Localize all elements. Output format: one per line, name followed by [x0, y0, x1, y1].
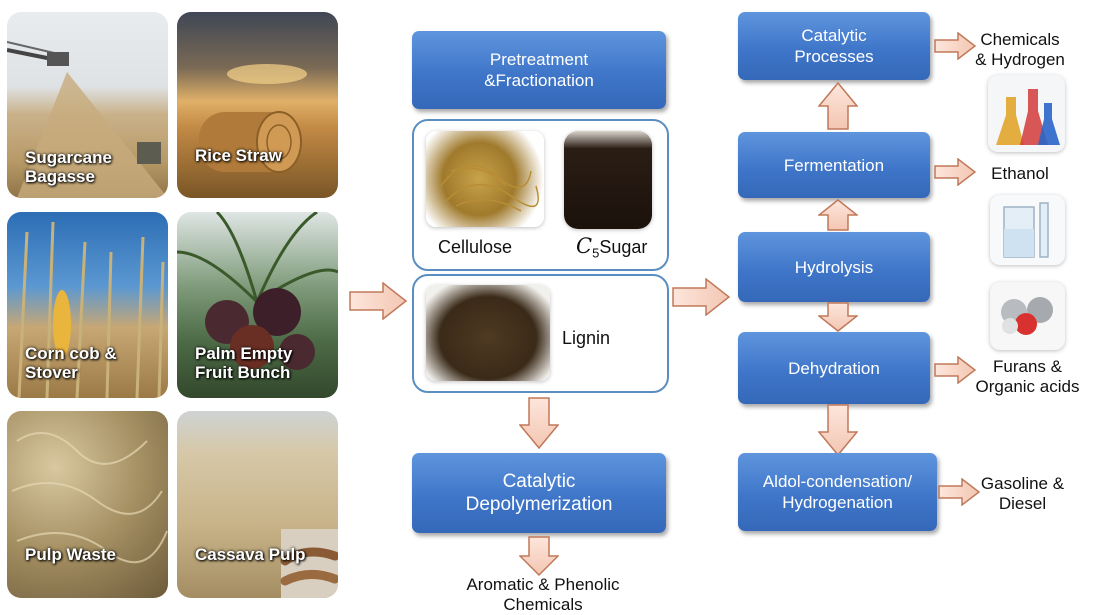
lignin-caption: Lignin	[562, 328, 611, 348]
pulp-illustration	[11, 432, 168, 564]
arrow-up-icon	[818, 82, 858, 130]
tile-pulp-waste: Pulp Waste	[7, 411, 168, 598]
fermentation-box: Fermentation	[738, 132, 930, 198]
beaker-icon	[1003, 202, 1049, 258]
cassava-label: Cassava Pulp	[195, 545, 306, 564]
arrow-down-icon	[818, 302, 858, 332]
cellulose-fiber-illustration	[440, 164, 539, 212]
cassava-illustration	[280, 529, 338, 598]
arrow-down-icon	[519, 536, 559, 576]
lignin-group: Lignin	[412, 274, 669, 393]
cellulose-photo	[426, 131, 544, 227]
flasks-photo	[988, 75, 1065, 152]
sugar-word: Sugar	[599, 237, 648, 257]
arrow-right-icon	[934, 158, 976, 186]
palm-label: Palm Empty Fruit Bunch	[195, 344, 293, 382]
arrow-right-icon	[938, 478, 980, 506]
c5-symbol: C	[576, 234, 593, 258]
molecule-icon	[1001, 297, 1053, 335]
c5-subscript: 5	[592, 245, 600, 261]
tile-corn-cob-stover: Corn cob & Stover	[7, 212, 168, 398]
c5-sugar-photo	[564, 131, 652, 229]
molecule-photo	[990, 282, 1065, 350]
beaker-photo	[990, 195, 1065, 265]
depolymerization-box: Catalytic Depolymerization	[412, 453, 666, 533]
arrow-down-icon	[519, 397, 559, 449]
sugarcane-illustration	[7, 41, 168, 198]
rice-straw-label: Rice Straw	[195, 146, 282, 165]
lignin-photo	[426, 285, 550, 381]
arrow-right-icon	[672, 278, 730, 316]
arrow-down-icon	[818, 404, 858, 456]
flasks-icon	[996, 89, 1060, 145]
tile-rice-straw: Rice Straw	[177, 12, 338, 198]
dehydration-box: Dehydration	[738, 332, 930, 404]
arrow-right-icon	[349, 282, 407, 320]
cellulose-caption: Cellulose	[438, 237, 513, 257]
catalytic-processes-box: Catalytic Processes	[738, 12, 930, 80]
tile-palm-empty-fruit-bunch: Palm Empty Fruit Bunch	[177, 212, 338, 398]
arrow-right-icon	[934, 356, 976, 384]
aromatic-output: Aromatic & Phenolic Chemicals	[466, 575, 620, 614]
corn-label: Corn cob & Stover	[25, 344, 117, 382]
pretreatment-box: Pretreatment &Fractionation	[412, 31, 666, 109]
tile-cassava-pulp: Cassava Pulp	[177, 411, 338, 598]
ethanol-output: Ethanol	[991, 164, 1049, 183]
arrow-right-icon	[934, 32, 976, 60]
cellulose-sugar-group: Cellulose C5Sugar	[412, 119, 669, 271]
sugarcane-label: Sugarcane Bagasse	[25, 148, 112, 186]
tile-sugarcane-bagasse: Sugarcane Bagasse	[7, 12, 168, 198]
furans-output: Furans & Organic acids	[975, 357, 1080, 396]
hydrolysis-box: Hydrolysis	[738, 232, 930, 302]
pulp-waste-label: Pulp Waste	[25, 545, 116, 564]
corn-illustration	[17, 221, 165, 398]
gasoline-output: Gasoline & Diesel	[980, 474, 1065, 513]
arrow-up-icon	[818, 199, 858, 231]
palm-illustration	[177, 212, 338, 370]
aldol-condensation-box: Aldol-condensation/ Hydrogenation	[738, 453, 937, 531]
hay-bale-illustration	[199, 64, 307, 173]
c5-sugar-caption: C5Sugar	[576, 234, 647, 261]
chemicals-hydrogen-output: Chemicals & Hydrogen	[975, 30, 1065, 69]
